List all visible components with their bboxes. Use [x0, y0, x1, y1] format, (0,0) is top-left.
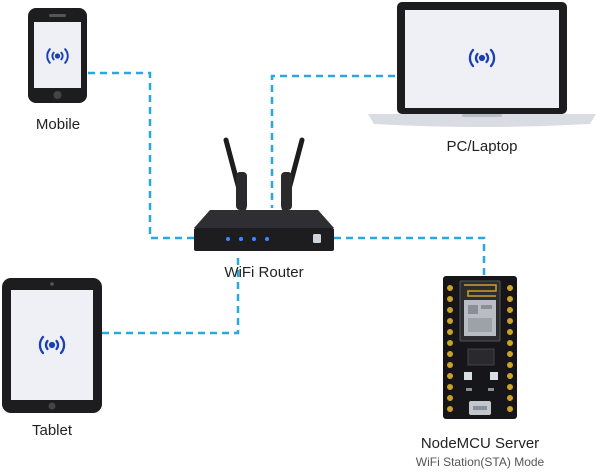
mobile-label: Mobile	[35, 116, 81, 133]
router-label: WiFi Router	[224, 264, 304, 281]
tablet-label: Tablet	[31, 422, 73, 439]
link-mobile-router	[88, 71, 195, 240]
nodemcu-label: NodeMCU Server	[420, 435, 540, 452]
mobile-device	[28, 8, 87, 103]
tablet-device	[2, 278, 102, 413]
wifi-router	[194, 137, 334, 251]
link-router-nodemcu	[334, 236, 486, 280]
laptop-device	[368, 2, 596, 127]
nodemcu-board	[443, 276, 517, 419]
laptop-label: PC/Laptop	[446, 138, 518, 155]
nodemcu-mode-label: WiFi Station(STA) Mode	[415, 455, 545, 469]
link-laptop-router	[270, 74, 395, 208]
link-tablet-router	[102, 253, 240, 335]
